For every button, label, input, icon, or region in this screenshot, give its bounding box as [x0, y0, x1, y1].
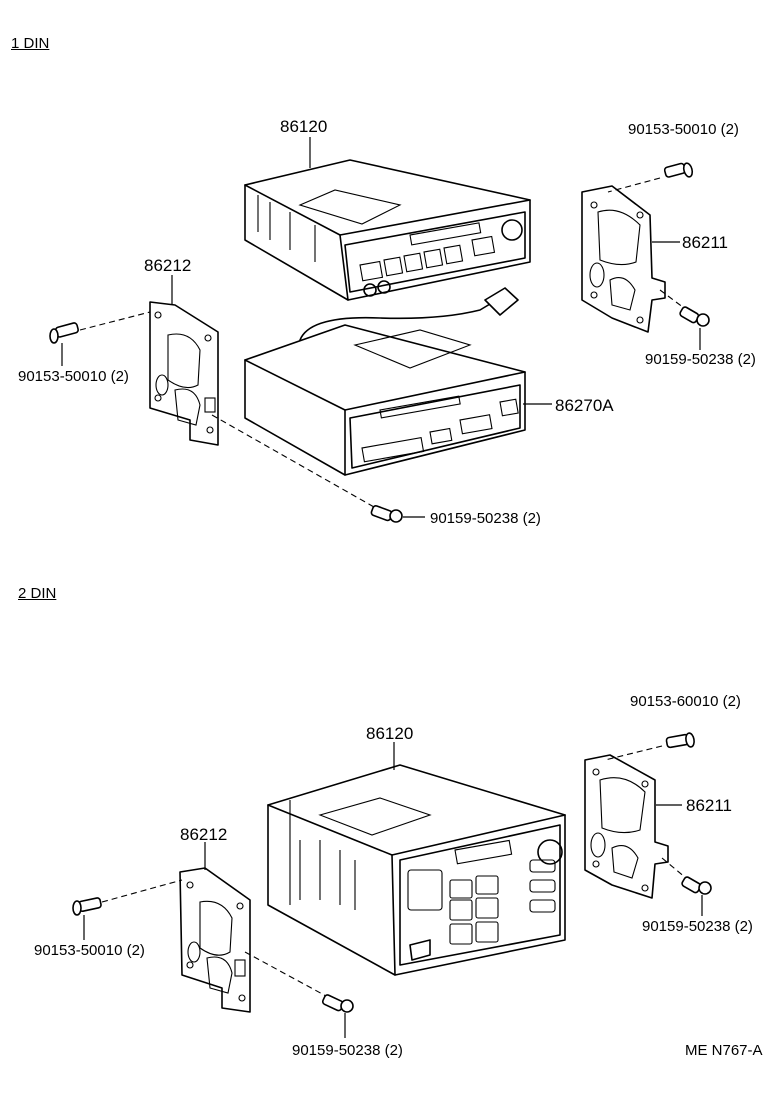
bracket-right-2din [584, 754, 669, 899]
screw-90153-left-2din [72, 897, 102, 916]
dash-left-1din [79, 311, 151, 331]
label-90153-left-1din: 90153-50010 (2) [18, 368, 129, 385]
label-86120-1din: 86120 [280, 117, 328, 136]
dash-left-2din [101, 879, 183, 903]
screw-90153-top-right-1din [663, 162, 694, 178]
label-90153-left-2din: 90153-50010 (2) [34, 942, 145, 959]
section-title-1din: 1 DIN [11, 35, 50, 52]
label-90153-top-right-1din: 90153-50010 (2) [628, 121, 739, 138]
label-86212-2din: 86212 [180, 825, 228, 844]
label-86211-2din: 86211 [686, 796, 733, 815]
radio-unit-1din [244, 159, 531, 301]
bracket-left-1din [149, 301, 219, 446]
screw-90159-bottom-2din [321, 994, 354, 1013]
dash-top-right-1din [607, 177, 661, 193]
connector-plug [484, 287, 519, 316]
dash-bottom-1din [211, 414, 375, 508]
label-90159-bottom-2din: 90159-50238 (2) [292, 1042, 403, 1059]
label-86270A: 86270A [555, 396, 614, 415]
dash-bottom-2din [244, 951, 327, 997]
dash-right-2din [661, 857, 687, 879]
screw-90153-left-1din [49, 322, 79, 344]
screw-90159-right-2din [681, 876, 712, 895]
label-86212-1din: 86212 [144, 256, 192, 275]
bracket-left-2din [179, 867, 251, 1013]
tuner-unit [244, 324, 526, 476]
wire-harness [299, 297, 501, 341]
screw-90159-right-1din [679, 306, 710, 327]
dash-right-1din [659, 289, 685, 309]
radio-unit-2din [267, 764, 566, 976]
label-90153-top-right-2din: 90153-60010 (2) [630, 693, 741, 710]
figure-code: ME N767-A [685, 1042, 763, 1059]
label-90159-right-1din: 90159-50238 (2) [645, 351, 756, 368]
screw-90159-bottom-1din [370, 505, 403, 523]
bracket-right-1din [581, 185, 666, 333]
label-86120-2din: 86120 [366, 724, 414, 743]
label-86211-1din: 86211 [682, 233, 729, 252]
label-90159-right-2din: 90159-50238 (2) [642, 918, 753, 935]
section-title-2din: 2 DIN [18, 585, 57, 602]
screw-90153-top-right-2din [665, 732, 695, 749]
label-90159-bottom-1din: 90159-50238 (2) [430, 510, 541, 527]
